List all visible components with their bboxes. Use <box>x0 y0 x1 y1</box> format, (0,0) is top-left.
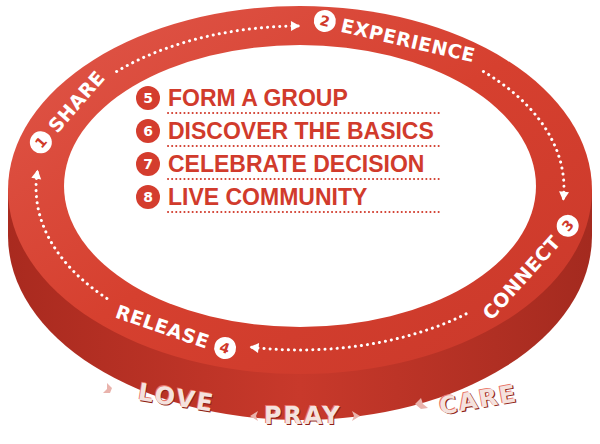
list-item: LIVE COMMUNITY <box>168 183 367 211</box>
side-arrow-mark <box>250 411 258 421</box>
dotted-underline <box>168 211 440 213</box>
side-star-mark <box>415 398 428 409</box>
dotted-underlines <box>168 113 440 212</box>
list-item: DISCOVER THE BASICS <box>168 117 434 145</box>
dotted-underline <box>168 112 440 114</box>
step-number: 2 <box>312 7 338 33</box>
item-number: 6 <box>136 119 160 143</box>
item-number: 7 <box>136 152 160 176</box>
side-arrow-mark <box>352 411 360 421</box>
item-number: 8 <box>136 185 160 209</box>
list-item: CELEBRATE DECISION <box>168 150 424 178</box>
cycle-arrow <box>250 314 467 350</box>
inner-face <box>64 45 536 327</box>
side-word: PRAY <box>264 402 342 430</box>
item-number: 5 <box>136 86 160 110</box>
list-item: FORM A GROUP <box>168 84 348 112</box>
cycle-arrow <box>36 170 107 299</box>
dotted-underline <box>168 178 440 180</box>
cycle-arrow <box>117 26 300 72</box>
side-star-mark <box>103 383 112 393</box>
dotted-underline <box>168 145 440 147</box>
disc-top <box>8 6 592 374</box>
step-number: 4 <box>211 334 239 362</box>
cycle-arrow <box>483 72 564 201</box>
